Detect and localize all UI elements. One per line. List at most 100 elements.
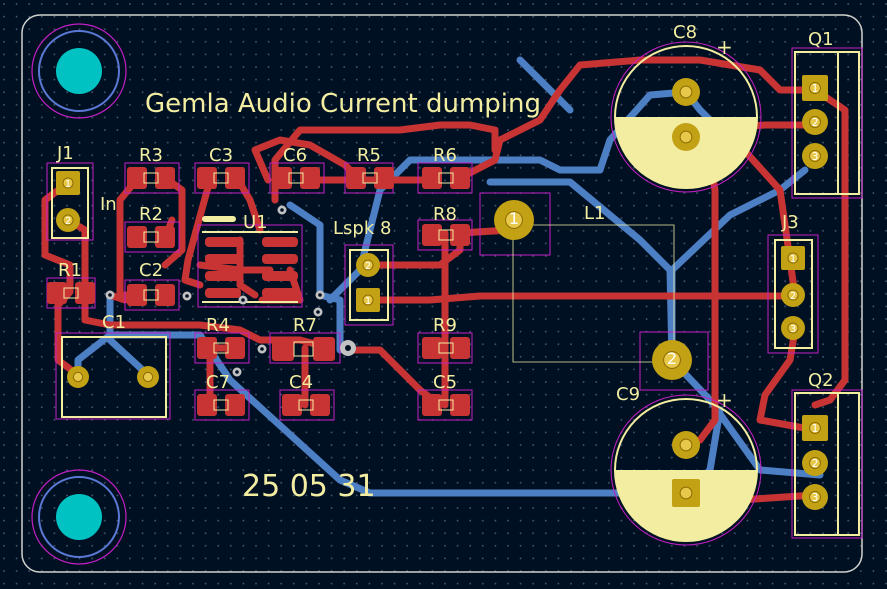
- tht-pad-c8-minus: [672, 123, 700, 151]
- via: [340, 340, 356, 356]
- ref-c7: C7: [206, 372, 230, 393]
- pin-label: 1: [790, 254, 796, 265]
- u1-pin1-marker: [202, 216, 236, 222]
- tht-pad-q2-pin3: 3: [802, 484, 828, 510]
- smd-footprint-r5: [346, 167, 394, 189]
- tht-pad-q1-pin2: 2: [802, 109, 828, 135]
- via: [238, 295, 248, 305]
- pin-label: 2: [812, 117, 819, 129]
- pin-label: 2: [365, 261, 371, 272]
- ref-u1: U1: [243, 212, 268, 233]
- smd-footprint-r1: [47, 282, 95, 304]
- tht-pad-j1-pin2: 2: [56, 208, 80, 232]
- tht-pad-c8-plus: [672, 78, 700, 106]
- tht-pad-q1-pin1: 1: [802, 75, 828, 101]
- ref-j1: J1: [56, 143, 74, 164]
- tht-pad-lspk-pin1: 1: [356, 288, 380, 312]
- smd-footprint-r9: [422, 337, 470, 359]
- ref-c8: C8: [673, 22, 697, 43]
- vias: [105, 205, 356, 377]
- pin-label: 2: [790, 291, 796, 302]
- courtyards: [46, 41, 863, 546]
- tht-pad-j1-pin1: 1: [56, 171, 80, 195]
- mounting-hole-bottom: [31, 469, 127, 565]
- via: [315, 290, 325, 300]
- board-date: 25 05 31: [242, 469, 376, 504]
- ref-c3: C3: [209, 145, 233, 166]
- ref-q2: Q2: [808, 370, 834, 391]
- ref-q1: Q1: [808, 29, 834, 50]
- ref-c6: C6: [283, 145, 307, 166]
- pin-label: 3: [812, 151, 819, 163]
- ref-r2: R2: [139, 204, 163, 225]
- ref-c1: C1: [102, 312, 126, 333]
- tht-pad-l1-pad2: 2: [652, 340, 692, 380]
- via: [232, 367, 242, 377]
- tht-pad-c1-pad1: [67, 366, 89, 388]
- via: [105, 290, 115, 300]
- ref-r3: R3: [139, 145, 163, 166]
- smd-footprint-c4: [282, 394, 330, 416]
- ref-r4: R4: [206, 315, 230, 336]
- pin-label: 1: [812, 423, 819, 435]
- tht-pad-c1-pad2: [137, 366, 159, 388]
- smd-footprint-r7: [272, 337, 335, 361]
- mounting-hole-top: [31, 23, 127, 119]
- via: [313, 307, 323, 317]
- ref-j3: J3: [781, 212, 799, 233]
- smd-footprint-r8: [422, 224, 470, 246]
- c9-plus-mark: +: [716, 388, 733, 412]
- tht-pad-j3-pin1: 1: [781, 246, 805, 270]
- tht-pad-q2-pin2: 2: [802, 450, 828, 476]
- smd-footprint-r3: [127, 167, 175, 189]
- smd-footprint-c6: [272, 167, 320, 189]
- ref-r9: R9: [433, 315, 457, 336]
- pin-label: 1: [365, 296, 371, 307]
- tht-pad-l1-pad1: 1: [494, 200, 534, 240]
- via: [277, 205, 287, 215]
- tht-pad-q2-pin1: 1: [802, 415, 828, 441]
- via: [257, 344, 267, 354]
- board-title: Gemla Audio Current dumping: [145, 89, 541, 119]
- ref-c5: C5: [433, 372, 457, 393]
- pin-label: 1: [509, 209, 519, 228]
- pin-label: 3: [812, 492, 819, 504]
- smd-pads: [47, 167, 470, 416]
- c8-plus-mark: +: [716, 35, 733, 59]
- smd-footprint-r6: [422, 167, 470, 189]
- ref-l1: L1: [584, 203, 605, 224]
- smd-footprint-c2: [127, 284, 175, 306]
- via: [182, 291, 192, 301]
- ref-r1: R1: [58, 260, 82, 281]
- pin-label: 3: [790, 324, 796, 335]
- pin-label: 2: [812, 458, 819, 470]
- ref-r7: R7: [293, 315, 317, 336]
- smd-footprint-r2: [127, 226, 175, 248]
- ref-c4: C4: [289, 372, 313, 393]
- smd-footprint-c3: [197, 167, 245, 189]
- tht-pad-lspk-pin2: 2: [356, 253, 380, 277]
- ref-c2: C2: [139, 260, 163, 281]
- ref-r8: R8: [433, 204, 457, 225]
- tht-pad-c9-minus: [672, 479, 700, 507]
- board-outline: [21, 14, 863, 573]
- tht-pads: 1 2 2 1 1 2 1 2 3 1 2 3 1 2 3: [56, 75, 828, 510]
- tht-pad-j3-pin3: 3: [781, 316, 805, 340]
- label-in: In: [100, 194, 117, 215]
- pin-label: 2: [667, 349, 677, 368]
- ref-c9: C9: [616, 384, 640, 405]
- ref-lspk: Lspk 8: [333, 218, 391, 239]
- ref-r5: R5: [357, 145, 381, 166]
- tht-pad-q1-pin3: 3: [802, 143, 828, 169]
- smd-footprint-c7: [197, 394, 245, 416]
- pin-label: 1: [812, 83, 819, 95]
- tht-pad-c9-plus: [672, 431, 700, 459]
- ref-r6: R6: [433, 145, 457, 166]
- pin-label: 1: [65, 179, 71, 190]
- smd-footprint-r4: [197, 337, 245, 359]
- smd-footprint-c5: [422, 394, 470, 416]
- pin-label: 2: [65, 216, 71, 227]
- tht-pad-j3-pin2: 2: [781, 283, 805, 307]
